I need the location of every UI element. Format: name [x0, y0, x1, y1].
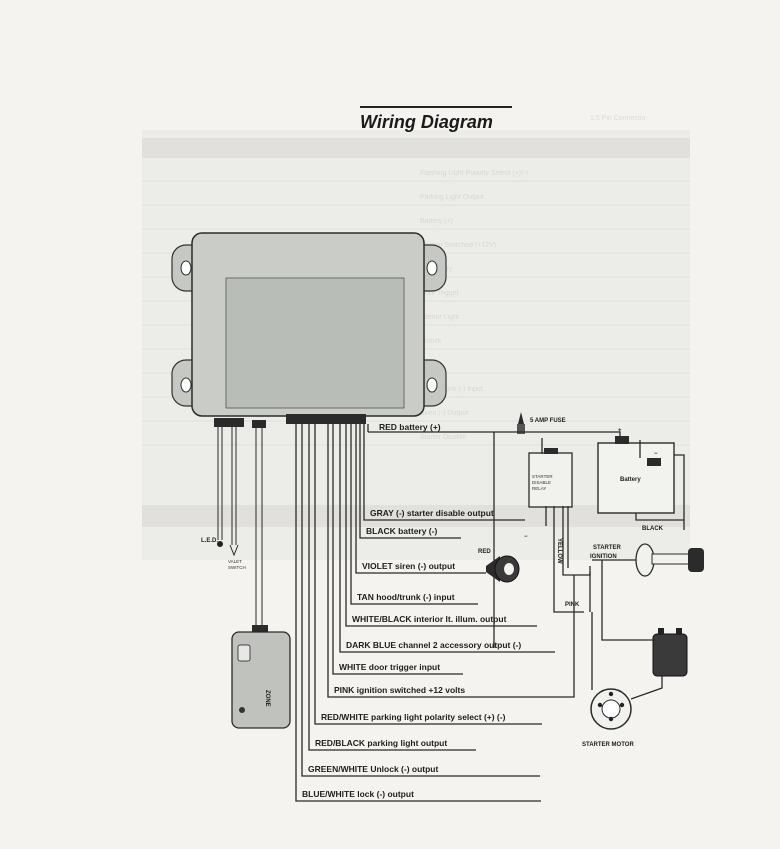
wire-label-white-black: WHITE/BLACK interior lt. illum. output [352, 614, 507, 624]
wire-label-red: RED battery (+) [379, 422, 441, 432]
sensor-plug [252, 625, 268, 633]
bleedthrough-row: Hood/Trunk (-) Input [420, 386, 483, 393]
alarm-control-module [171, 232, 447, 428]
ignition-key-icon [688, 548, 704, 572]
led-valet-connector [214, 418, 244, 427]
mount-hole-icon [426, 260, 438, 276]
wire-label-black: BLACK battery (-) [366, 526, 437, 536]
solenoid-terminal [676, 628, 682, 635]
solenoid-icon [652, 633, 688, 677]
sensor-screw-icon [239, 707, 245, 713]
wire-label-red-white: RED/WHITE parking light polarity select … [321, 712, 506, 722]
fuse-holder-icon [517, 424, 525, 434]
power-wiring: YELLOW PINK [368, 431, 685, 700]
battery-negative-terminal-icon [647, 458, 661, 466]
starter-motor-label: STARTER MOTOR [582, 742, 634, 748]
bleedthrough-row: Starter Disable [420, 434, 466, 441]
starter-motor-hub [601, 699, 621, 719]
fuse-label: 5 AMP FUSE [530, 418, 566, 424]
wire-dark-blue [339, 424, 555, 653]
wire-label-violet: VIOLET siren (-) output [362, 561, 455, 571]
wire-label-gray: GRAY (-) starter disable output [370, 508, 494, 518]
battery-positive-terminal-icon [615, 436, 629, 444]
wire-gray [363, 424, 525, 521]
bleedthrough-row: Siren (-) Output [420, 410, 468, 417]
wire-red-black [308, 424, 476, 751]
bleedthrough-header-bar [142, 138, 690, 158]
wire-pink-ignition [494, 575, 575, 698]
wire-white [332, 424, 463, 675]
shock-sensor: ZONE [231, 428, 291, 729]
relay-body [528, 452, 573, 508]
wire-label-green-white: GREEN/WHITE Unlock (-) output [308, 764, 438, 774]
sensor-adjust-icon [237, 644, 251, 662]
wire-label-tan: TAN hood/trunk (-) input [357, 592, 455, 602]
siren: RED [478, 549, 520, 583]
battery-plus: + [618, 428, 622, 434]
starter-motor: STARTER MOTOR [582, 688, 634, 748]
page-title: Wiring Diagram [360, 112, 493, 132]
wire-blue-white [295, 424, 541, 802]
battery: + − Battery BLACK [597, 428, 675, 532]
black-ground-label: BLACK [642, 526, 664, 532]
bleedthrough-row: Flashing Light Polarity Select (+)(-) [420, 170, 528, 177]
ignition-key-shaft [651, 553, 691, 565]
wire-green-white [301, 424, 540, 777]
mount-hole-icon [180, 260, 192, 276]
wire-pink [327, 424, 494, 698]
ignition-cylinder-icon [635, 543, 655, 577]
fuse-icon [518, 412, 524, 424]
wire-red-white [314, 424, 542, 725]
wire-label-red-black: RED/BLACK parking light output [315, 738, 447, 748]
led-label: L.E.D. [201, 538, 218, 544]
solenoid-terminal [658, 628, 664, 635]
wire-white-black [345, 424, 537, 627]
battery-body [597, 442, 675, 514]
pink-relay-wire-label: PINK [565, 602, 580, 608]
sensor-connector [252, 420, 266, 428]
battery-label: Battery [620, 477, 641, 483]
valet-switch-icon [229, 544, 239, 557]
wire-harness [295, 424, 575, 802]
mount-hole-icon [426, 377, 438, 393]
starter-solenoid [652, 628, 688, 677]
wire-black [359, 424, 461, 539]
bleedthrough-footer-bar [142, 505, 690, 527]
bleedthrough-header: 1.5 Pin Connector [590, 115, 647, 122]
wire-label-white: WHITE door trigger input [339, 662, 440, 672]
fuse: 5 AMP FUSE [517, 412, 566, 434]
siren-horn-mouth [504, 563, 514, 575]
siren-red-label: RED [478, 549, 491, 555]
wire-label-dark-blue: DARK BLUE channel 2 accessory output (-) [346, 640, 521, 650]
bleedthrough-row: Door Trigger [420, 290, 460, 297]
module-label-panel [225, 277, 405, 409]
relay-minus-label: − [524, 534, 528, 540]
main-harness-connector [286, 414, 366, 424]
battery-minus: − [654, 451, 658, 457]
wire-label-blue-white: BLUE/WHITE lock (-) output [302, 789, 414, 799]
wire-violet [355, 424, 486, 574]
wire-label-pink: PINK ignition switched +12 volts [334, 685, 465, 695]
wire-tan [350, 424, 478, 605]
bleedthrough-row: Ignition Switched (+12V) [420, 242, 496, 249]
sensor-brand: ZONE [264, 690, 270, 707]
yellow-wire-label: YELLOW [556, 538, 562, 564]
bleedthrough-row: Battery (+) [420, 218, 453, 225]
bleedthrough-row: Parking Light Output [420, 194, 484, 201]
wire-labels: RED battery (+) GRAY (-) starter disable … [302, 422, 521, 799]
mount-hole-icon [180, 377, 192, 393]
bleedthrough-row: Interior Light [420, 314, 459, 321]
relay-top-icon [544, 448, 558, 454]
led-icon [217, 541, 223, 547]
bleedthrough-row: Unlock [420, 338, 442, 345]
